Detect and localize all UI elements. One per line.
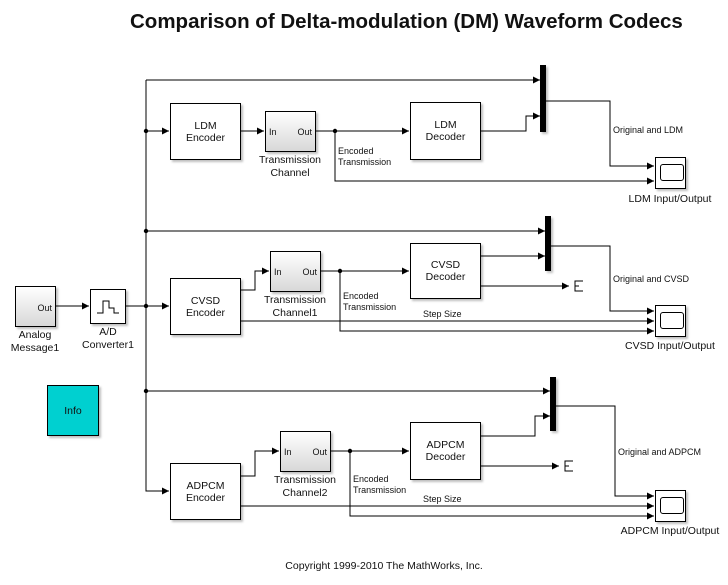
wire-cvsd-encoded-to-scope <box>339 271 654 335</box>
out-port-label: Out <box>312 447 327 457</box>
wire-adpcm-encoder-to-channel <box>241 447 279 477</box>
branch-point <box>347 448 353 454</box>
wire-ldm-decoder-to-mux <box>481 112 540 132</box>
in-port-label: In <box>284 447 292 457</box>
adpcm-mux-signal-label: Original and ADPCM <box>618 447 702 457</box>
branch-point <box>143 388 149 394</box>
scope-icon <box>660 164 684 181</box>
wire-adpcm-mux-to-scope <box>556 405 654 500</box>
branch-point <box>337 268 343 274</box>
analog-message-block[interactable]: Out <box>15 286 56 327</box>
adpcm-transmission-channel-block[interactable]: In Out <box>280 431 331 472</box>
wire-bus-to-adpcm-encoder <box>145 391 169 495</box>
ad-converter-block[interactable] <box>90 289 126 324</box>
cvsd-scope-block[interactable] <box>655 305 686 337</box>
wire-cvsd-mux-to-scope <box>551 245 654 315</box>
in-port-label: In <box>274 267 282 277</box>
wire-adpcm-decoder-to-mux <box>481 412 550 437</box>
zero-order-hold-icon <box>97 300 119 313</box>
ldm-scope-label: LDM Input/Output <box>628 193 712 205</box>
diagram-title: Comparison of Delta-modulation (DM) Wave… <box>130 10 683 33</box>
branch-point <box>143 303 149 309</box>
wire-adpcm-encoded-to-scope <box>349 451 654 520</box>
cvsd-transmission-channel-block[interactable]: In Out <box>270 251 321 292</box>
wire-cvsd-encoder-to-channel <box>241 267 269 291</box>
copyright-text: Copyright 1999-2010 The MathWorks, Inc. <box>285 560 483 572</box>
ldm-mux-signal-label: Original and LDM <box>613 125 684 135</box>
cvsd-step-size-label: Step Size <box>423 309 462 319</box>
cvsd-scope-label: CVSD Input/Output <box>625 340 715 352</box>
branch-point <box>332 128 338 134</box>
branch-point <box>143 128 149 134</box>
out-port-label: Out <box>37 303 52 313</box>
scope-icon <box>660 497 684 514</box>
adpcm-scope-block[interactable] <box>655 490 686 522</box>
branch-point <box>143 228 149 234</box>
cvsd-mux-block[interactable] <box>545 216 551 271</box>
ldm-scope-block[interactable] <box>655 157 686 189</box>
ad-converter-label: A/D Converter1 <box>82 326 134 351</box>
analog-message-label: Analog Message1 <box>10 329 60 354</box>
adpcm-scope-label: ADPCM Input/Output <box>620 525 720 537</box>
info-label: Info <box>64 404 82 417</box>
cvsd-mux-signal-label: Original and CVSD <box>613 274 690 284</box>
ldm-transmission-channel-block[interactable]: In Out <box>265 111 316 152</box>
info-block[interactable]: Info <box>47 385 99 436</box>
adpcm-step-size-label: Step Size <box>423 494 462 504</box>
ldm-mux-block[interactable] <box>540 65 546 132</box>
wire-ldm-encoded-to-scope <box>334 131 654 185</box>
wire-ldm-mux-to-scope <box>546 100 654 170</box>
out-port-label: Out <box>297 127 312 137</box>
out-port-label: Out <box>302 267 317 277</box>
adpcm-mux-block[interactable] <box>550 377 556 431</box>
in-port-label: In <box>269 127 277 137</box>
scope-icon <box>660 312 684 329</box>
